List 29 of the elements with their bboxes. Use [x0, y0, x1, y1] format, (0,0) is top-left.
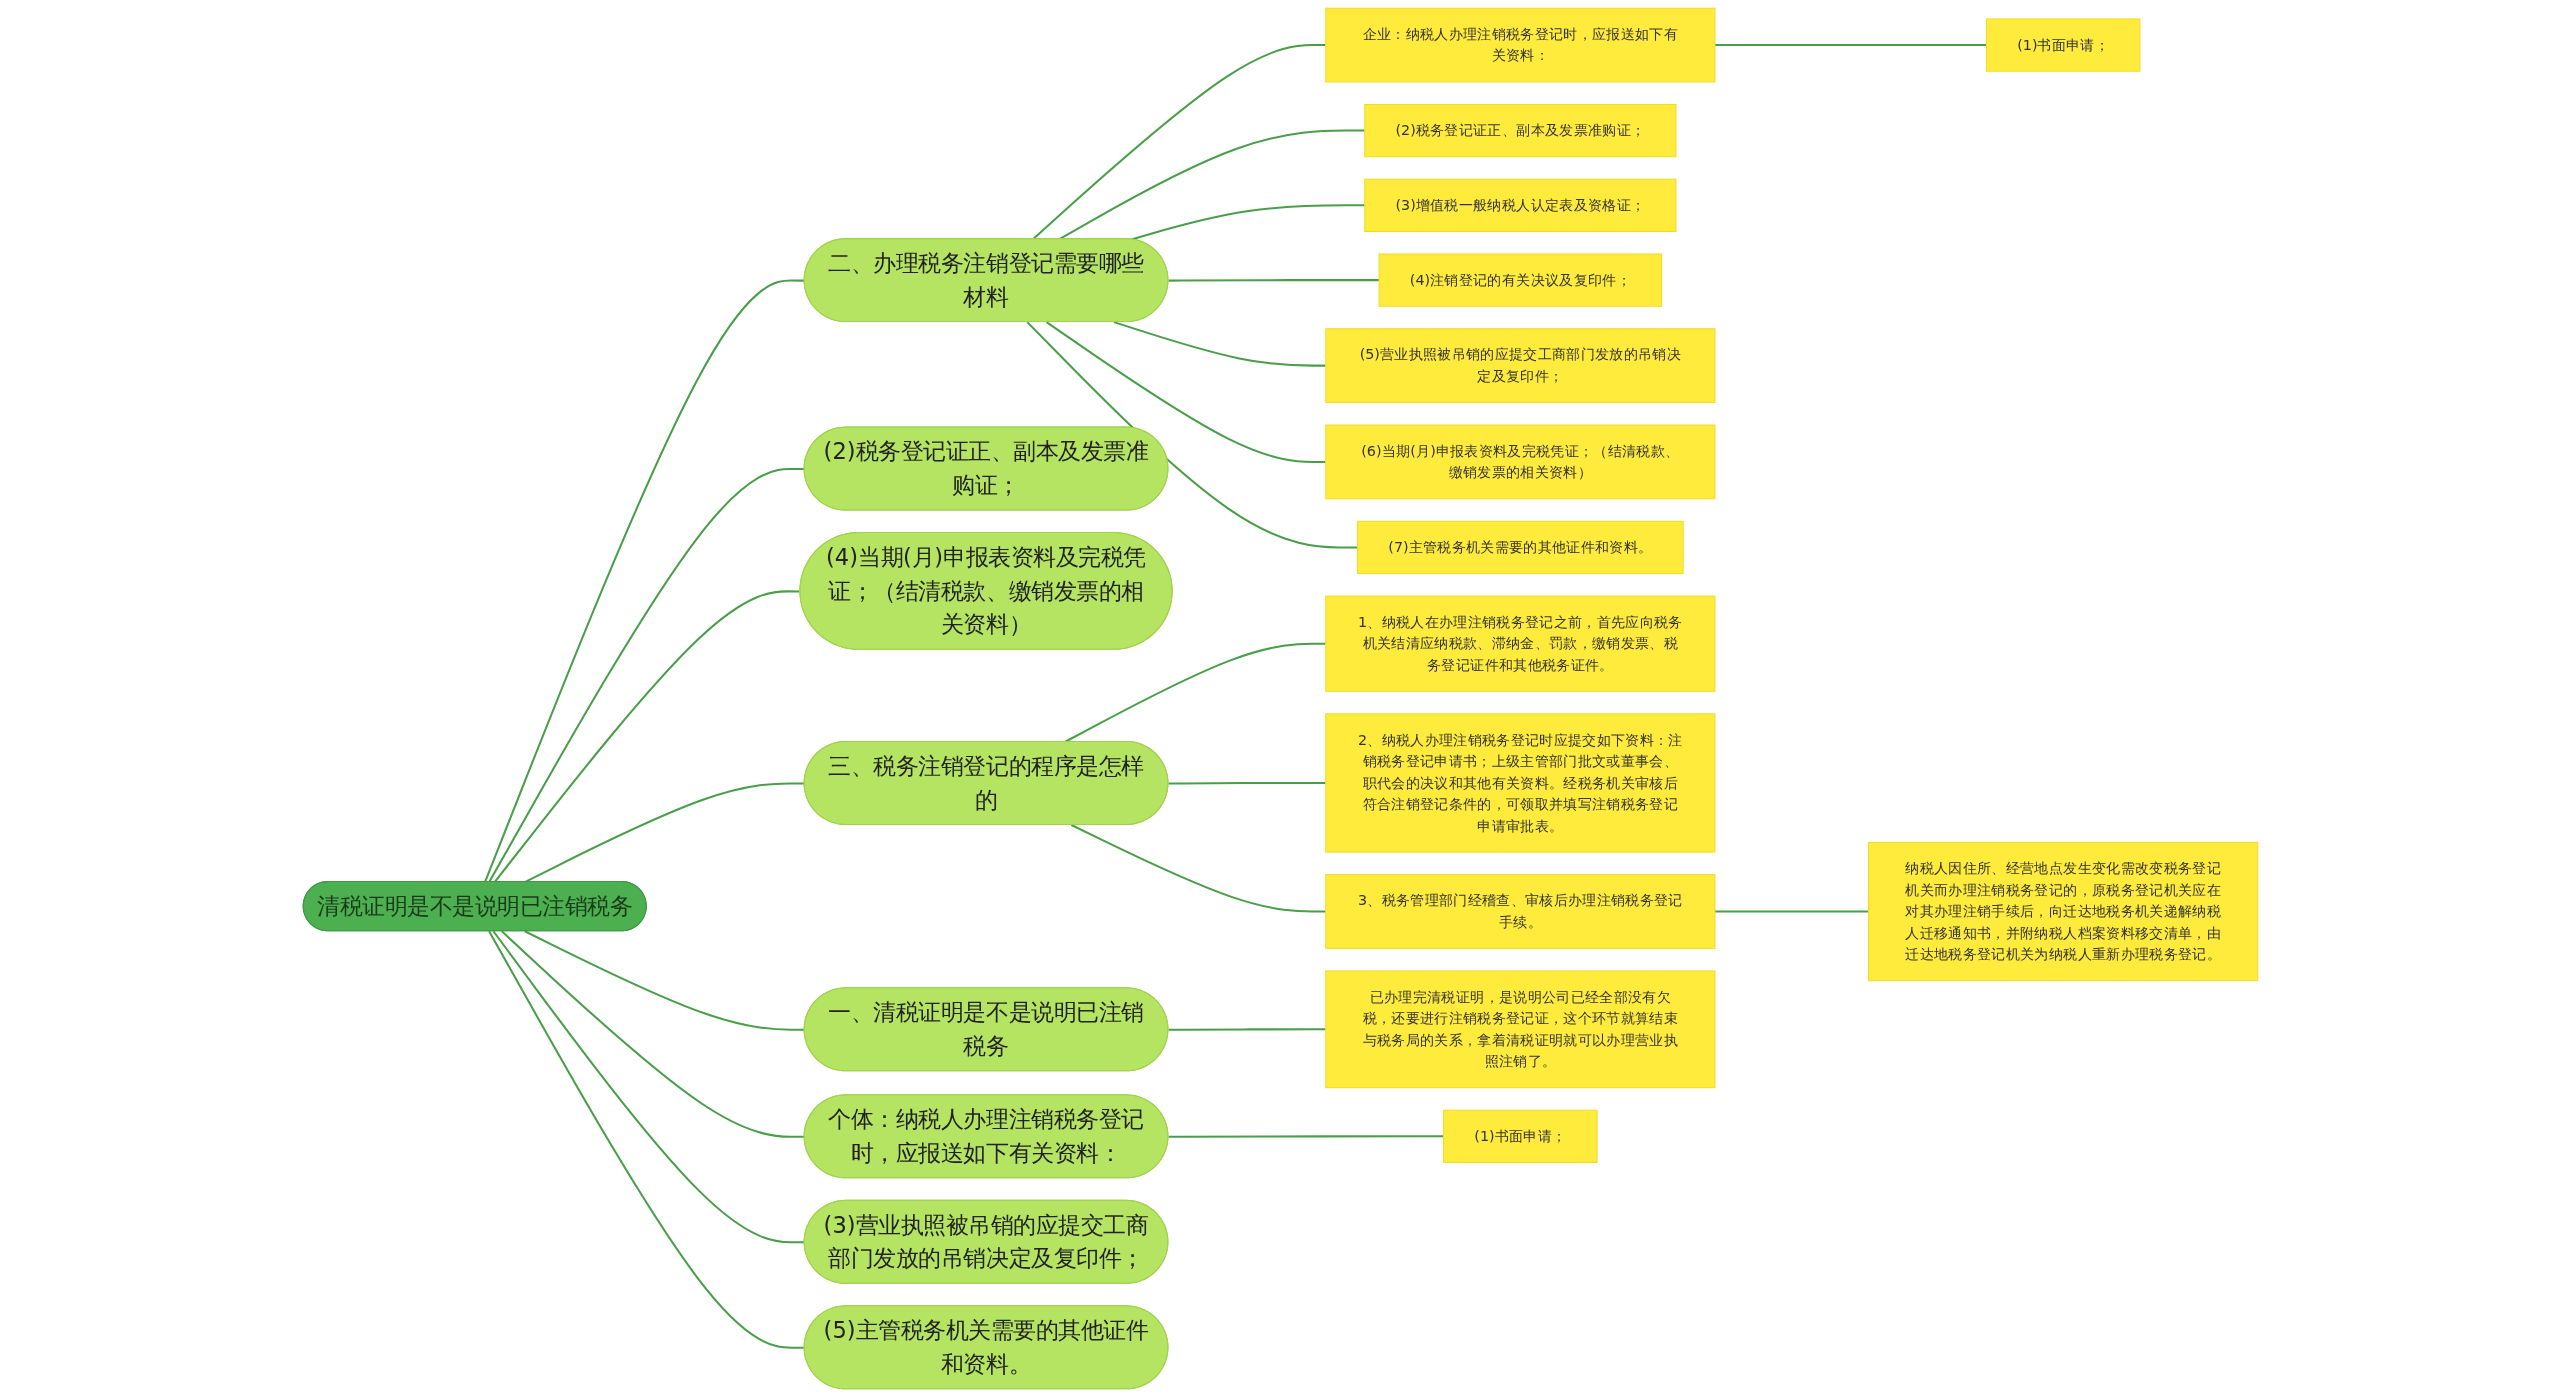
node-box: 企业：纳税人办理注销税务登记时，应报送如下有关资料：	[1324, 7, 1715, 83]
node-box: (3)增值税一般纳税人认定表及资格证；	[1363, 178, 1676, 232]
node-box: (2)税务登记证正、副本及发票准购证；	[1363, 103, 1676, 158]
node-box: 纳税人因住所、经营地点发生变化需改变税务登记机关而办理注销税务登记的，原税务登记机关应在对其办理注销手续后，向迁达地税务机关递解纳税人迁移通知书，并附纳税人档案资料移交清单，由迁达地税务登记机关为纳税人重新办理税务登记。	[1867, 841, 2258, 982]
node-box: 3、税务管理部门经稽查、审核后办理注销税务登记手续。	[1324, 874, 1715, 949]
connector	[1167, 1028, 1326, 1031]
node-box: 1、纳税人在办理注销税务登记之前，首先应向税务机关结清应纳税款、滞纳金、罚款，缴销发票、税务登记证件和其他税务证件。	[1324, 595, 1715, 692]
node-box: (7)主管税务机关需要的其他证件和资料。	[1356, 520, 1684, 575]
connector	[1045, 321, 1326, 463]
node-box: (5)营业执照被吊销的应提交工商部门发放的吊销决定及复印件；	[1324, 328, 1715, 403]
node-box: 已办理完清税证明，是说明公司已经全部没有欠税，还要进行注销税务登记证，这个环节就算结束与税务局的关系，拿着清税证明就可以办理营业执照注销了。	[1324, 970, 1715, 1089]
connector	[1113, 321, 1326, 367]
connector	[1167, 781, 1326, 785]
node-box: (1)书面申请；	[1442, 1109, 1598, 1163]
connector	[1714, 44, 1986, 47]
connector	[1070, 824, 1326, 913]
connector	[1026, 321, 1358, 549]
node-box: (1)书面申请；	[1985, 18, 2140, 72]
connector	[1130, 204, 1365, 241]
connector	[1063, 642, 1326, 743]
connector	[1167, 279, 1379, 282]
connector	[1167, 1135, 1444, 1138]
connector	[1058, 129, 1365, 241]
connector	[1714, 910, 1869, 913]
connector	[493, 590, 800, 883]
node-box: (6)当期(月)申报表资料及完税凭证；（结清税款、缴销发票的相关资料）	[1324, 424, 1715, 500]
connector	[1031, 44, 1326, 240]
node-box: 2、纳税人办理注销税务登记时应提交如下资料：注销税务登记申请书；上级主管部门批文或董事会、职代会的决议和其他有关资料。经税务机关审核后符合注销登记条件的，可领取并填写注销税务登记申请审批表。	[1324, 713, 1715, 853]
node-box: (4)注销登记的有关决议及复印件；	[1378, 253, 1662, 307]
